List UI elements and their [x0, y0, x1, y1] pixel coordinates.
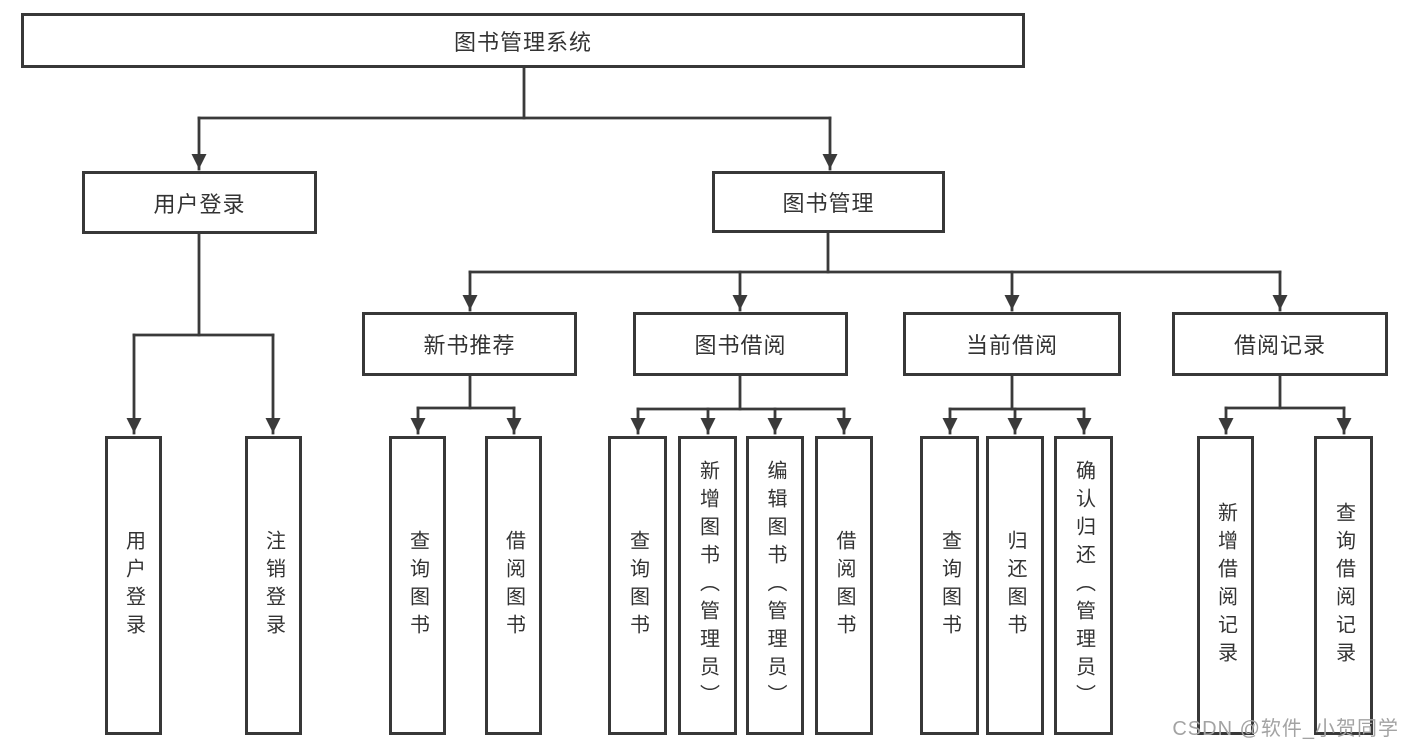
leaf-user-login: 用户登录 [105, 436, 162, 735]
leaf-borrow-edit-books-admin: 编辑图书（管理员） [746, 436, 804, 735]
leaf-records-add-record: 新增借阅记录 [1197, 436, 1254, 735]
node-current-borrow-label: 当前借阅 [965, 333, 1058, 358]
node-user-login: 用户登录 [82, 171, 317, 234]
leaf-logout-label: 注销登录 [262, 529, 285, 642]
leaf-records-query-record: 查询借阅记录 [1314, 436, 1373, 735]
leaf-current-confirm-return-admin-label: 确认归还（管理员） [1072, 459, 1095, 712]
leaf-user-login-label: 用户登录 [122, 529, 145, 642]
leaf-borrow-borrow-books-label: 借阅图书 [833, 529, 855, 642]
node-borrow-records-label: 借阅记录 [1233, 333, 1326, 358]
leaf-current-confirm-return-admin: 确认归还（管理员） [1054, 436, 1113, 735]
leaf-borrow-edit-books-admin-label: 编辑图书（管理员） [764, 459, 786, 712]
leaf-borrow-borrow-books: 借阅图书 [815, 436, 873, 735]
leaf-borrow-query-books-label: 查询图书 [626, 529, 649, 642]
leaf-current-query-books-label: 查询图书 [938, 529, 961, 642]
node-borrow-records: 借阅记录 [1172, 312, 1388, 376]
node-book-management-label: 图书管理 [782, 191, 875, 216]
leaf-borrow-add-books-admin: 新增图书（管理员） [678, 436, 737, 735]
node-user-login-label: 用户登录 [153, 191, 246, 217]
leaf-recommend-borrow-books-label: 借阅图书 [502, 529, 525, 642]
node-current-borrow: 当前借阅 [903, 312, 1121, 376]
leaf-borrow-add-books-admin-label: 新增图书（管理员） [696, 459, 719, 712]
node-root: 图书管理系统 [21, 13, 1025, 68]
leaf-logout: 注销登录 [245, 436, 302, 735]
leaf-current-return-books: 归还图书 [986, 436, 1044, 735]
leaf-current-query-books: 查询图书 [920, 436, 979, 735]
node-new-book-recommend: 新书推荐 [362, 312, 577, 376]
leaf-current-return-books-label: 归还图书 [1004, 529, 1026, 642]
leaf-recommend-query-books: 查询图书 [389, 436, 446, 735]
node-root-label: 图书管理系统 [453, 29, 592, 55]
leaf-recommend-borrow-books: 借阅图书 [485, 436, 542, 735]
leaf-recommend-query-books-label: 查询图书 [406, 529, 429, 642]
leaf-borrow-query-books: 查询图书 [608, 436, 667, 735]
leaf-records-add-record-label: 新增借阅记录 [1214, 501, 1237, 670]
leaf-records-query-record-label: 查询借阅记录 [1332, 501, 1355, 670]
node-book-borrow-label: 图书借阅 [694, 333, 787, 358]
node-book-management: 图书管理 [712, 171, 945, 233]
node-book-borrow: 图书借阅 [633, 312, 848, 376]
csdn-watermark: CSDN @软件_小贺同学 [1172, 718, 1399, 740]
node-new-book-recommend-label: 新书推荐 [423, 333, 516, 358]
